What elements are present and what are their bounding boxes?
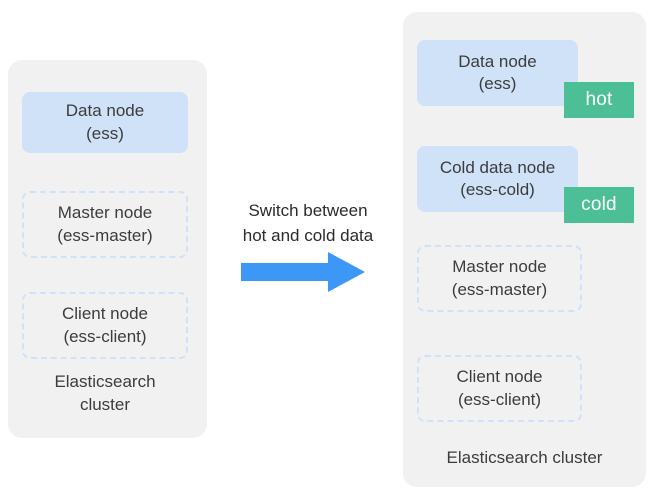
transition-label: Switch between hot and cold data (222, 199, 394, 248)
tier-badge-cold-label: cold (581, 194, 617, 215)
cluster-caption-after: Elasticsearch cluster (417, 447, 632, 470)
node-name-label: (ess-master) (57, 225, 153, 245)
node-box-master-node-before: Master node (ess-master) (22, 191, 188, 258)
transition-label-line-1: Switch between (248, 201, 368, 220)
node-name-label: (ess-client) (63, 326, 147, 346)
cluster-caption-line-2: cluster (79, 394, 131, 414)
cluster-caption-before: Elasticsearch cluster (22, 371, 188, 417)
node-role-label: Data node (65, 101, 145, 121)
tier-badge-hot: hot (564, 82, 634, 118)
node-role-label: Master node (57, 203, 153, 223)
node-name-label: (ess-master) (451, 279, 548, 299)
cluster-caption-line-1: Elasticsearch (54, 372, 156, 391)
node-role-label: Cold data node (439, 157, 556, 177)
arrow-right-icon (241, 252, 365, 292)
node-name-label: (ess-cold) (460, 180, 535, 199)
transition-label-line-2: hot and cold data (242, 225, 374, 245)
node-box-client-node-before: Client node (ess-client) (22, 292, 188, 359)
node-box-cold-data-node-after: Cold data node (ess-cold) (417, 146, 578, 212)
node-box-master-node-after: Master node (ess-master) (417, 245, 582, 312)
node-role-label: Data node (458, 51, 537, 71)
node-box-data-node-ess-before: Data node (ess) (22, 92, 188, 153)
node-name-label: (ess-client) (457, 389, 542, 409)
tier-badge-cold: cold (564, 187, 634, 223)
node-box-client-node-after: Client node (ess-client) (417, 355, 582, 422)
node-role-label: Client node (61, 304, 148, 324)
cluster-caption-line-1: Elasticsearch cluster (446, 448, 603, 467)
tier-badge-hot-label: hot (585, 89, 613, 110)
node-name-label: (ess) (86, 123, 124, 143)
node-box-data-node-ess-after: Data node (ess) (417, 40, 578, 106)
node-role-label: Client node (456, 367, 543, 387)
node-name-label: (ess) (478, 74, 517, 93)
node-role-label: Master node (452, 257, 547, 277)
